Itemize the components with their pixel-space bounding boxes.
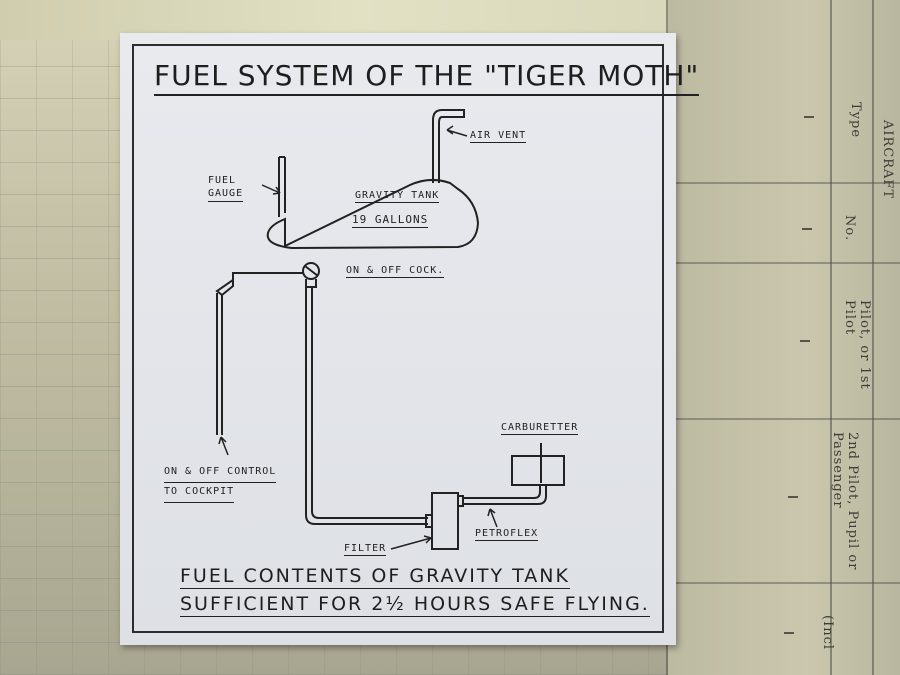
control-label: ON & OFF CONTROL TO COCKPIT bbox=[164, 463, 277, 503]
on-off-cock-label: ON & OFF COCK. bbox=[346, 265, 445, 278]
diagram-card: FUEL SYSTEM OF THE "TIGER MOTH" bbox=[120, 33, 700, 645]
ledger-row-line bbox=[668, 582, 900, 584]
ledger-column-line bbox=[830, 0, 832, 675]
gravity-tank-label: GRAVITY TANK bbox=[355, 190, 440, 203]
control-linkage bbox=[215, 272, 303, 297]
fuel-gauge-label: FUEL GAUGE bbox=[208, 174, 244, 202]
carburetter-label: CARBURETTER bbox=[501, 422, 579, 435]
ledger-row-line bbox=[668, 262, 900, 264]
footer-line-2: SUFFICIENT FOR 2½ HOURS SAFE FLYING. bbox=[180, 593, 650, 617]
ledger-dash bbox=[788, 496, 798, 498]
ledger-dash bbox=[804, 116, 814, 118]
cock-handle bbox=[304, 265, 319, 277]
fuel-system-diagram bbox=[215, 109, 565, 550]
tank-capacity-label: 19 GALLONS bbox=[352, 213, 429, 228]
petroflex-label: PETROFLEX bbox=[475, 528, 539, 541]
control-arrow bbox=[218, 436, 229, 456]
control-rod bbox=[216, 293, 223, 435]
ledger-row-line bbox=[668, 418, 900, 420]
filter-outlet bbox=[457, 495, 464, 507]
control-label-line-1: ON & OFF CONTROL bbox=[164, 463, 277, 483]
ledger-header-second-pilot: 2nd Pilot, Pupil or Passenger bbox=[830, 432, 860, 571]
fuel-gauge-label-line-2: GAUGE bbox=[208, 187, 244, 202]
ledger-column-line bbox=[872, 0, 874, 675]
petroflex-line bbox=[463, 485, 547, 505]
ledger-row-line bbox=[668, 182, 900, 184]
gravity-tank-outline bbox=[266, 179, 480, 250]
air-vent-arrow bbox=[446, 125, 468, 137]
carburetter-body bbox=[511, 455, 565, 486]
ledger-header-incl: (Incl bbox=[820, 615, 835, 651]
ledger-header-type: Type bbox=[848, 102, 863, 139]
control-label-line-2: TO COCKPIT bbox=[164, 483, 235, 503]
fuel-gauge-label-line-1: FUEL bbox=[208, 175, 237, 186]
page-title: FUEL SYSTEM OF THE "TIGER MOTH" bbox=[154, 59, 700, 96]
fuel-gauge-tube bbox=[278, 156, 286, 217]
ledger-header-pilot: Pilot, or 1st Pilot bbox=[842, 300, 872, 390]
filter-arrow bbox=[390, 535, 432, 550]
air-vent-pipe bbox=[432, 109, 465, 183]
cock-outlet bbox=[305, 279, 317, 288]
ledger-header-aircraft: AIRCRAFT bbox=[880, 120, 895, 200]
ledger-dash bbox=[784, 632, 794, 634]
ledger-dash bbox=[800, 340, 810, 342]
petroflex-arrow bbox=[487, 508, 498, 528]
card-border bbox=[132, 44, 664, 633]
filter-inlet bbox=[425, 514, 433, 528]
fuel-line bbox=[305, 287, 428, 525]
ledger-header-no: No. bbox=[842, 215, 857, 242]
filter-label: FILTER bbox=[344, 543, 387, 556]
fuel-gauge-arrow bbox=[261, 184, 281, 195]
air-vent-label: AIR VENT bbox=[470, 130, 527, 143]
filter-body bbox=[431, 492, 459, 550]
ledger-right-page bbox=[668, 0, 900, 675]
footer-line-1: FUEL CONTENTS OF GRAVITY TANK bbox=[180, 565, 570, 589]
ledger-dash bbox=[802, 228, 812, 230]
on-off-cock-valve bbox=[302, 262, 320, 280]
